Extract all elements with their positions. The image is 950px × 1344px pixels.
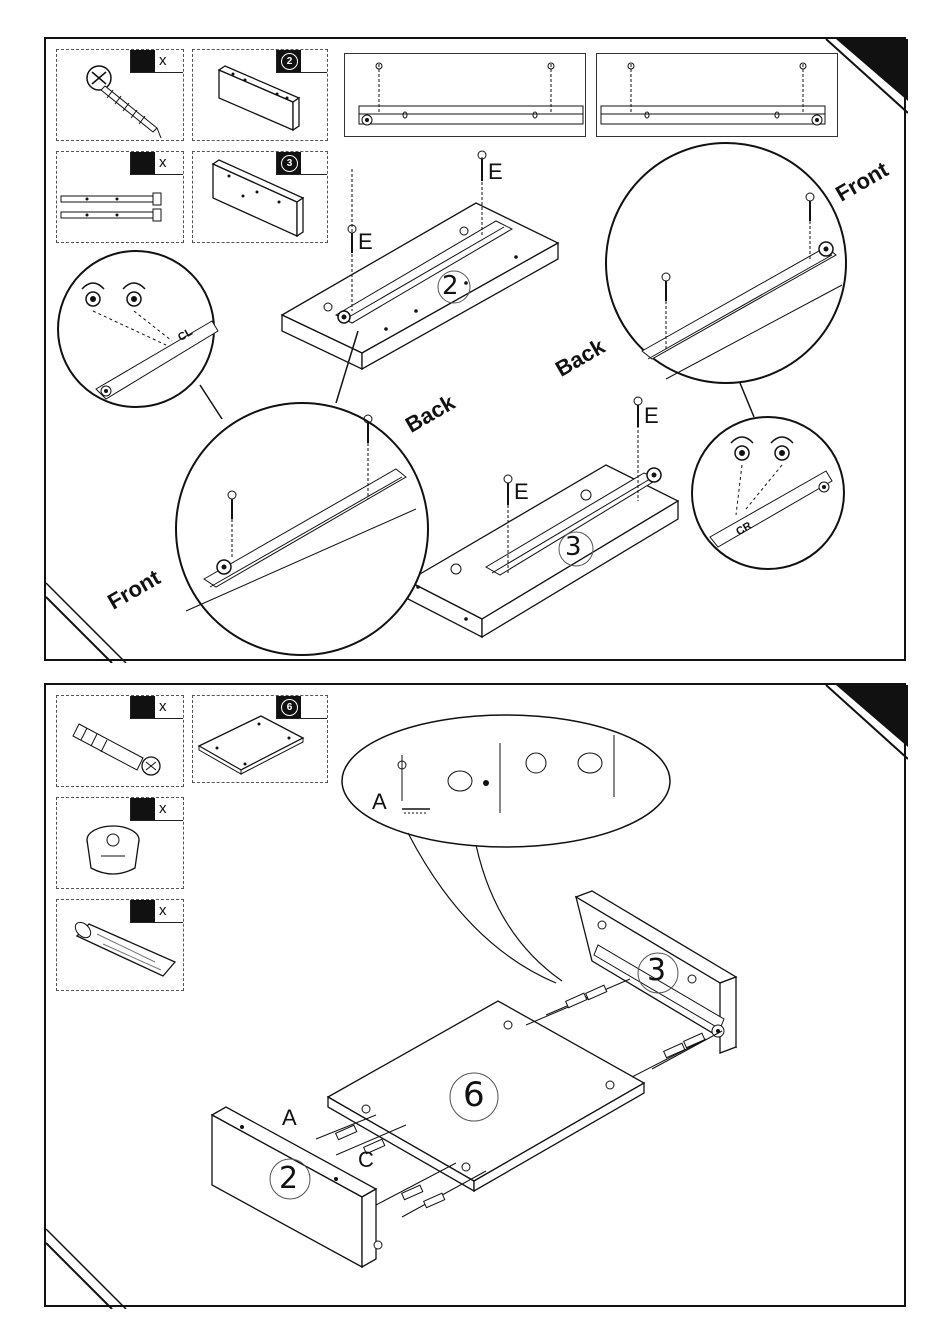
- screw-label-e: E: [488, 159, 503, 185]
- label-c: C: [358, 1147, 374, 1173]
- screw-label-e: E: [358, 229, 373, 255]
- corner-mark-top-right: [836, 39, 908, 101]
- part-number-badge: 3: [281, 155, 298, 172]
- board-3-with-rail: [408, 397, 678, 637]
- board-number-2: 2: [442, 271, 459, 301]
- quantity-x-mark: x: [159, 800, 167, 817]
- screw-label-e: E: [514, 479, 529, 505]
- board-3-part-box: 3: [192, 151, 328, 243]
- assembly-step-panel-1: x 2 x 3: [44, 37, 906, 661]
- screw-label-e: E: [644, 403, 659, 429]
- part-number-badge: 2: [281, 53, 298, 70]
- label-a-callout: A: [372, 789, 387, 815]
- board-number-3: 3: [565, 532, 582, 562]
- screw-e-part-box: x: [56, 49, 184, 141]
- quantity-x-mark: x: [159, 52, 167, 69]
- cam-bolt-part-box: x: [56, 695, 184, 787]
- zoom-detail-left-mount: [176, 331, 428, 655]
- board-number-2: 2: [279, 1161, 298, 1196]
- left-rail-icon: [345, 54, 587, 138]
- left-rail-overview: [344, 53, 586, 137]
- board-number-6: 6: [463, 1075, 485, 1115]
- quantity-x-mark: x: [159, 154, 167, 171]
- cam-lock-part-box: x: [56, 797, 184, 889]
- part-number-badge: 6: [281, 699, 298, 716]
- quantity-x-mark: x: [159, 698, 167, 715]
- board-6-part-box: 6: [192, 695, 328, 783]
- zoom-detail-right-mount: [606, 143, 846, 417]
- board-number-3: 3: [647, 953, 666, 988]
- drawer-rail-part-box: x: [56, 151, 184, 243]
- right-rail-overview: [596, 53, 838, 137]
- quantity-x-mark: x: [159, 902, 167, 919]
- board-2-part-box: 2: [192, 49, 328, 141]
- wood-dowel-part-box: x: [56, 899, 184, 991]
- board-6-bottom-panel: [328, 1001, 644, 1191]
- right-rail-icon: [597, 54, 839, 138]
- zoom-detail-right-rail: [692, 417, 844, 569]
- zoom-detail-left-rail: [58, 251, 222, 419]
- label-a: A: [282, 1105, 297, 1131]
- corner-mark-top-right: [836, 685, 908, 747]
- assembly-step-panel-2: x 6 x x A A C 2 3 6: [44, 683, 906, 1307]
